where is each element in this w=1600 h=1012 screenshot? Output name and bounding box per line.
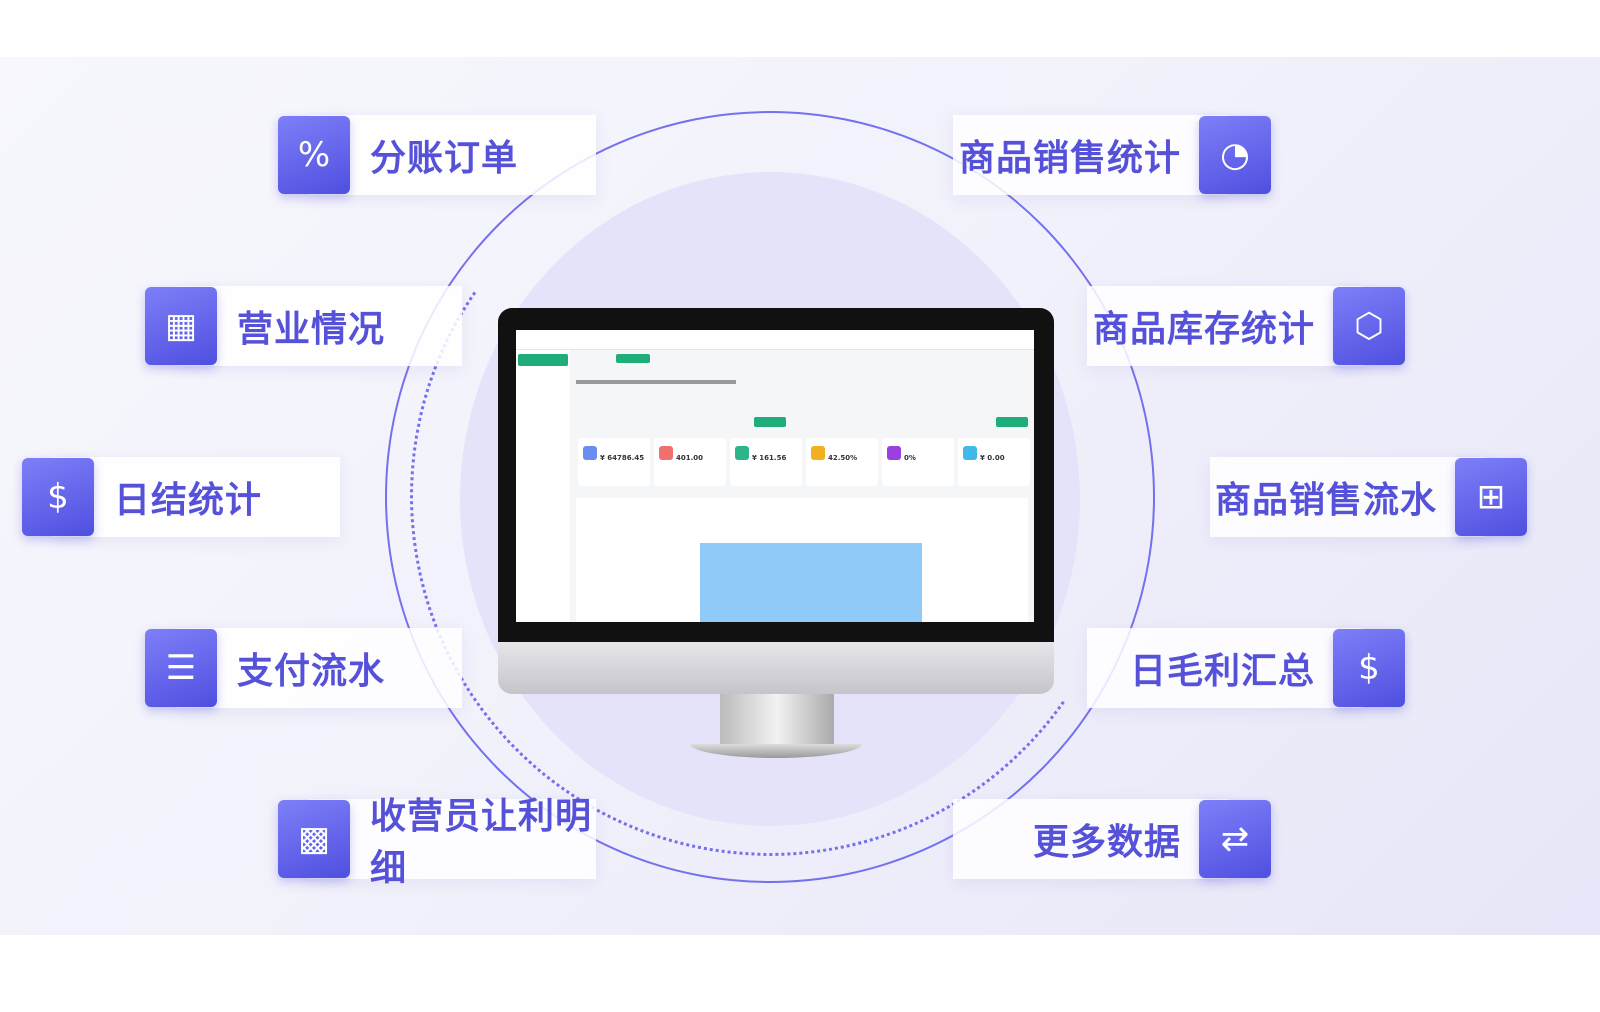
feature-card[interactable]: 更多数据 <box>953 799 1229 879</box>
export-button[interactable] <box>996 417 1028 427</box>
chart-report-icon: ◔ <box>1199 116 1271 194</box>
feature-label: 支付流水 <box>237 651 386 692</box>
stat-icon <box>811 446 825 460</box>
outer-ring <box>385 111 1155 883</box>
feature-card[interactable]: 分账订单 <box>308 115 596 195</box>
feature-label: 更多数据 <box>1032 822 1181 863</box>
building-dollar-icon: $ <box>1333 629 1405 707</box>
flow-box-icon: ⊞ <box>1455 458 1527 536</box>
feature-card[interactable]: 商品库存统计 <box>1087 286 1363 366</box>
feature-card[interactable]: 营业情况 <box>175 286 462 366</box>
stat-icon <box>963 446 977 460</box>
feature-card[interactable]: 日结统计 <box>52 457 340 537</box>
feature-label: 商品销售流水 <box>1214 480 1437 521</box>
top-nav <box>516 330 1034 350</box>
feature-card[interactable]: 日毛利汇总 <box>1087 628 1363 708</box>
calculator-percent-icon: ▩ <box>278 800 350 878</box>
active-tab[interactable] <box>616 354 650 363</box>
storefront-icon: ▦ <box>145 287 217 365</box>
stat-value: ¥ 64786.45 <box>600 454 645 462</box>
box-icon: ⬡ <box>1333 287 1405 365</box>
feature-label: 日毛利汇总 <box>1129 651 1315 692</box>
feature-label: 收营员让利明细 <box>370 796 593 889</box>
stat-value: 42.50% <box>828 454 858 462</box>
data-exchange-icon: ⇄ <box>1199 800 1271 878</box>
stat-card: ¥ 161.56 <box>730 438 802 486</box>
chart-panel <box>576 498 1028 622</box>
monitor-chin <box>498 642 1054 694</box>
feature-card[interactable]: 支付流水 <box>175 628 462 708</box>
stat-icon <box>735 446 749 460</box>
feature-label: 营业情况 <box>237 309 386 350</box>
stat-icon <box>659 446 673 460</box>
stat-value: ¥ 0.00 <box>980 454 1005 462</box>
stat-card: ¥ 64786.45 <box>578 438 650 486</box>
stat-card: 401.00 <box>654 438 726 486</box>
dashboard-screen: ¥ 64786.45 401.00 ¥ 161.56 42.50% 0% ¥ 0.00 <box>516 330 1034 622</box>
feature-label: 日结统计 <box>114 480 263 521</box>
feature-card[interactable]: 商品销售统计 <box>953 115 1229 195</box>
stat-icon <box>583 446 597 460</box>
query-button[interactable] <box>754 417 786 427</box>
feature-label: 商品销售统计 <box>958 138 1181 179</box>
monitor-stand <box>720 694 834 746</box>
stat-card: ¥ 0.00 <box>958 438 1030 486</box>
monitor-base <box>690 744 862 758</box>
feature-label: 分账订单 <box>370 138 519 179</box>
sidebar-active-item[interactable] <box>518 354 568 366</box>
stat-card: 42.50% <box>806 438 878 486</box>
monitor: ¥ 64786.45 401.00 ¥ 161.56 42.50% 0% ¥ 0.00 <box>498 308 1054 644</box>
document-dollar-icon: $ <box>22 458 94 536</box>
feature-card[interactable]: 收营员让利明细 <box>308 796 596 889</box>
sidebar <box>516 350 570 622</box>
welcome-text <box>576 380 736 384</box>
stat-value: 401.00 <box>676 454 704 462</box>
feature-card[interactable]: 商品销售流水 <box>1210 457 1485 537</box>
stat-card: 0% <box>882 438 954 486</box>
feature-label: 商品库存统计 <box>1092 309 1315 350</box>
stat-icon <box>887 446 901 460</box>
receipt-percent-icon: % <box>278 116 350 194</box>
chart-bar <box>700 543 922 622</box>
stat-value: ¥ 161.56 <box>752 454 787 462</box>
tax-invoice-icon: ☰ <box>145 629 217 707</box>
stat-value: 0% <box>904 454 916 462</box>
